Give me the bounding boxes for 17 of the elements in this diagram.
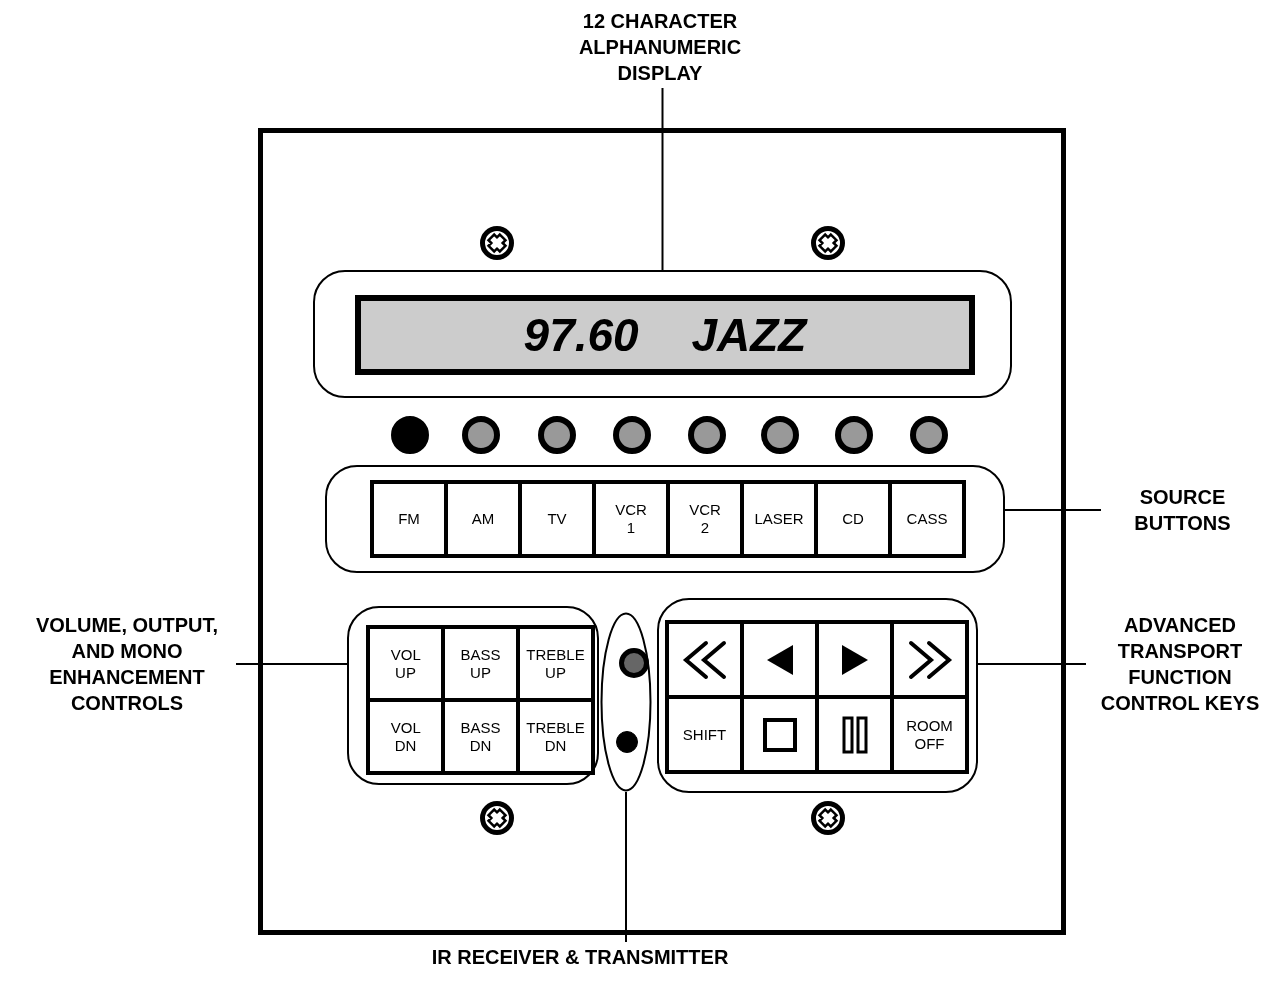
wall-panel [258, 128, 1066, 935]
leader-line [235, 663, 348, 665]
callout-label: VOLUME, OUTPUT, AND MONO ENHANCEMENT CONTROLS [22, 612, 232, 716]
callout-label: IR RECEIVER & TRANSMITTER [420, 944, 740, 970]
button-bezel [347, 606, 599, 785]
button-bezel [325, 465, 1005, 573]
leader-line [1004, 509, 1102, 511]
leader-line [661, 87, 664, 271]
leader-line [977, 663, 1087, 665]
leader-line [625, 791, 627, 943]
ir-window [600, 612, 652, 792]
callout-label: ADVANCED TRANSPORT FUNCTION CONTROL KEYS [1090, 612, 1270, 716]
display-screen: 97.60 JAZZ [355, 295, 975, 375]
callout-label: SOURCE BUTTONS [1105, 484, 1260, 536]
callout-label: 12 CHARACTER ALPHANUMERIC DISPLAY [540, 8, 780, 86]
button-bezel [657, 598, 978, 793]
button-bezel [313, 270, 1012, 398]
